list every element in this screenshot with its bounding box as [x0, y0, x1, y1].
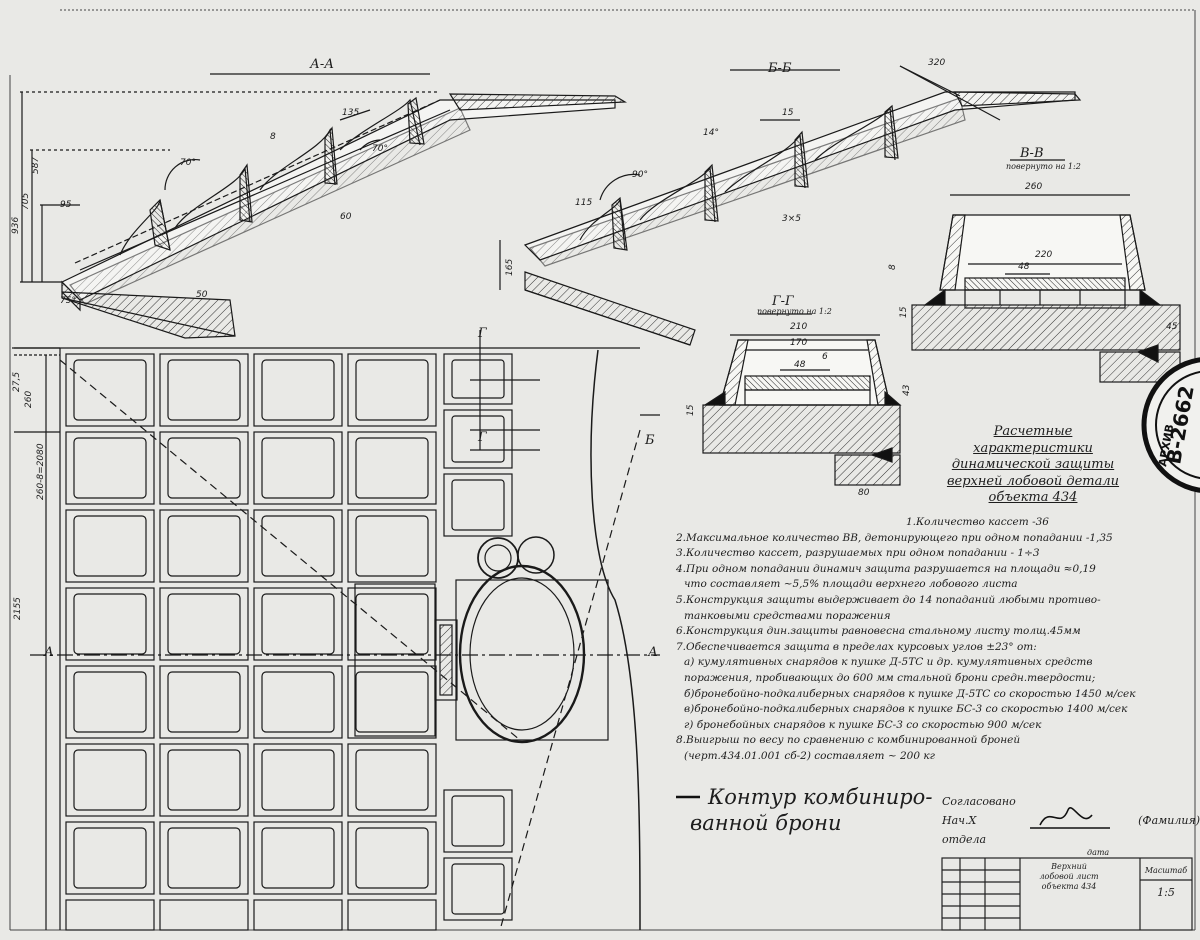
legend-text-2: ванной брони — [690, 811, 842, 835]
dim-60: 60 — [340, 212, 352, 222]
section-label-bb: Б-Б — [768, 61, 792, 76]
stamp-scale-label: Масштаб — [1144, 866, 1188, 875]
dim-260-vv: 260 — [1025, 182, 1043, 192]
approval-block: Согласовано Нач.X отдела (Фамилия) дата — [942, 792, 1200, 857]
cassette-grid — [65, 353, 437, 931]
title-stamp-grid — [941, 857, 1193, 931]
cut-mark-a-right: А — [648, 645, 658, 660]
dim-3x5: 3×5 — [782, 214, 801, 224]
dim-43: 43 — [902, 384, 912, 396]
dim-220: 220 — [1035, 250, 1053, 260]
section-label-vv: В-В — [1020, 146, 1044, 161]
dim-70-a: 70° — [180, 158, 196, 168]
title-line-1: Расчетные — [993, 424, 1073, 439]
dim-70-b: 70° — [372, 144, 388, 154]
section-bb-drawing — [499, 65, 1082, 346]
dim-936: 936 — [11, 216, 21, 234]
dim-27-5: 27,5 — [12, 371, 22, 392]
note-5-cont: танковыми средствами поражения — [684, 609, 891, 622]
stamp-name-2: лобовой лист — [1039, 872, 1099, 881]
dim-75: 75° — [60, 296, 76, 306]
note-6: 6.Конструкция дин.защиты равновесна стал… — [676, 625, 1081, 638]
section-gg-note: повернуто на 1:2 — [757, 307, 832, 316]
title-line-2: характеристики — [973, 440, 1093, 456]
note-8-cont: (черт.434.01.001 сб-2) составляет ~ 200 … — [684, 749, 935, 762]
title-stamp: Верхний лобовой лист объекта 434 Масштаб… — [942, 858, 1192, 930]
note-7: 7.Обеспечивается защита в пределах курсо… — [676, 640, 1037, 653]
section-vv-drawing — [911, 159, 1181, 383]
note-7d: г) бронебойных снарядов к пушке БС-3 со … — [684, 718, 1042, 731]
cut-mark-a-left: А — [44, 645, 54, 660]
dim-165: 165 — [505, 258, 515, 276]
dim-705: 705 — [21, 192, 31, 210]
plan-view-drawing — [12, 330, 660, 931]
note-5: 5.Конструкция защиты выдерживает до 14 п… — [676, 593, 1101, 606]
dim-320: 320 — [928, 58, 946, 68]
note-2: 2.Максимальное количество ВВ, детонирующ… — [676, 531, 1113, 544]
section-vv-note: повернуто на 1:2 — [1006, 162, 1081, 171]
approval-name: (Фамилия) — [1138, 814, 1200, 827]
stamp-scale: 1:5 — [1157, 886, 1175, 899]
note-1: 1.Количество кассет -36 — [906, 516, 1049, 528]
section-label-gg: Г-Г — [772, 294, 794, 309]
dim-135: 135 — [342, 108, 360, 118]
drawing-title-block: Расчетные характеристики динамической за… — [928, 424, 1138, 507]
note-3: 3.Количество кассет, разрушаемых при одн… — [676, 547, 1040, 560]
title-line-4: верхней лобовой детали — [946, 473, 1120, 489]
title-line-3: динамической защиты — [951, 457, 1115, 472]
stamp-name-3: объекта 434 — [1041, 882, 1097, 891]
dim-8: 8 — [270, 132, 276, 142]
dim-48-gg: 48 — [794, 360, 806, 370]
title-line-5: объекта 434 — [988, 490, 1078, 505]
legend-text-1: Контур комбиниро- — [708, 785, 933, 809]
section-gg-drawing — [702, 313, 902, 486]
note-7b: б)бронебойно-подкалиберных снарядов к пу… — [684, 687, 1136, 700]
approval-agreed: Согласовано — [942, 795, 1016, 808]
dim-587: 587 — [31, 156, 41, 174]
note-4: 4.При одном попадании динамич защита раз… — [676, 562, 1096, 575]
stamp-name-1: Верхний — [1051, 862, 1087, 871]
signature-mark — [1030, 807, 1110, 829]
archive-stamp: В-2662 АРХИВ — [1141, 357, 1200, 493]
note-7a: а) кумулятивных снарядов к пушке Д-5ТС и… — [684, 656, 1093, 669]
dim-48-vv: 48 — [1018, 262, 1030, 272]
cut-mark-g-bottom: Г — [478, 430, 487, 445]
dim-15-vv: 15 — [899, 306, 909, 318]
note-7a-cont: поражения, пробивающих до 600 мм стально… — [684, 671, 1096, 684]
dim-2155: 2155 — [13, 597, 23, 620]
dim-15-bb: 15 — [782, 108, 794, 118]
dim-80: 80 — [858, 488, 870, 498]
dim-115: 115 — [575, 198, 593, 208]
dim-6-gg: 6 — [822, 352, 828, 362]
approval-date: дата — [1087, 848, 1110, 857]
specification-notes: 1.Количество кассет -36 2.Максимальное к… — [676, 515, 1196, 765]
dim-14-deg: 14° — [703, 128, 719, 138]
dim-260-plan: 260 — [24, 390, 34, 408]
dim-plan-pitch: 260-8=2080 — [36, 443, 46, 500]
dim-210: 210 — [790, 322, 808, 332]
dim-45: 45 — [1166, 322, 1178, 332]
note-4-cont: что составляет ~5,5% площади верхнего ло… — [684, 578, 1018, 591]
dim-8-vv: 8 — [888, 264, 898, 270]
approval-dept: Нач.X отдела — [942, 814, 987, 846]
dim-50: 50 — [196, 290, 208, 300]
cut-mark-g-top: Г — [478, 326, 487, 341]
dim-15-gg: 15 — [686, 404, 696, 416]
cut-mark-b: Б — [645, 433, 655, 448]
dim-95: 95 — [60, 200, 72, 210]
dim-90-deg: 90° — [632, 170, 648, 180]
note-8: 8.Выигрыш по весу по сравнению с комбини… — [676, 734, 1021, 747]
section-aa-drawing — [20, 73, 628, 339]
dim-170: 170 — [790, 338, 808, 348]
armor-contour-legend: Контур комбиниро- ванной брони — [676, 784, 932, 836]
section-label-aa: А-А — [310, 57, 335, 72]
note-7c: в)бронебойно-подкалиберных снарядов к пу… — [684, 703, 1128, 716]
